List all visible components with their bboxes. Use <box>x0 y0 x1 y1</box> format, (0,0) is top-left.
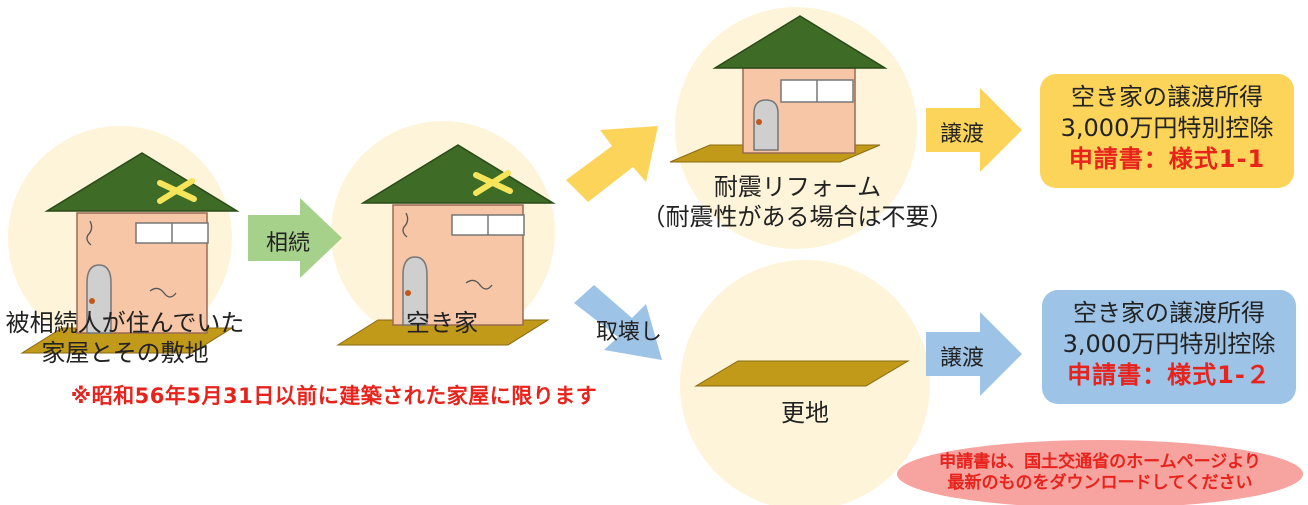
demolish-arrow-label: 取壊し <box>595 320 662 345</box>
demolish-arrow <box>574 285 662 360</box>
transfer-top-arrow <box>926 88 1022 172</box>
result-top-form: 申請書：様式1-1 <box>1068 145 1266 173</box>
reform-arrow <box>566 126 658 202</box>
result-bottom-line2: 3,000万円特別控除 <box>1062 330 1276 358</box>
warning-text: ※昭和56年5月31日以前に建築された家屋に限ります <box>70 384 598 408</box>
download-note-line1: 申請書は、国土交通省のホームページより <box>939 452 1261 472</box>
original-label: 被相続人が住んでいた 家屋とその敷地 <box>5 308 245 368</box>
result-bottom-line1: 空き家の譲渡所得 <box>1073 299 1265 327</box>
reform-label-line2: （耐震性がある場合は不要） <box>641 203 954 231</box>
download-note: 申請書は、国土交通省のホームページより 最新のものをダウンロードしてください <box>900 452 1300 494</box>
transfer-bottom-arrow <box>926 312 1022 396</box>
result-bottom-form: 申請書：様式1-２ <box>1067 361 1271 389</box>
original-label-line1: 被相続人が住んでいた <box>5 309 245 337</box>
result-bottom-box: 空き家の譲渡所得 3,000万円特別控除 申請書：様式1-２ <box>1042 290 1296 404</box>
inherit-arrow <box>248 198 342 278</box>
result-top-line1: 空き家の譲渡所得 <box>1071 83 1263 111</box>
transfer-top-label: 譲渡 <box>939 122 984 147</box>
download-note-line2: 最新のものをダウンロードしてください <box>947 473 1253 493</box>
original-label-line2: 家屋とその敷地 <box>41 339 209 367</box>
transfer-bottom-label: 譲渡 <box>939 346 984 371</box>
reformed-house-icon <box>669 15 888 163</box>
vacant-land-icon <box>694 360 910 387</box>
result-top-box: 空き家の譲渡所得 3,000万円特別控除 申請書：様式1-1 <box>1040 74 1294 188</box>
result-top-line2: 3,000万円特別控除 <box>1060 114 1274 142</box>
vacant-land-label: 更地 <box>781 399 829 427</box>
vacant-label: 空き家 <box>406 309 478 337</box>
reform-label: 耐震リフォーム （耐震性がある場合は不要） <box>635 172 960 232</box>
inherit-arrow-label: 相続 <box>265 231 310 256</box>
reform-label-line1: 耐震リフォーム <box>713 173 882 201</box>
note-ellipse <box>897 440 1303 505</box>
